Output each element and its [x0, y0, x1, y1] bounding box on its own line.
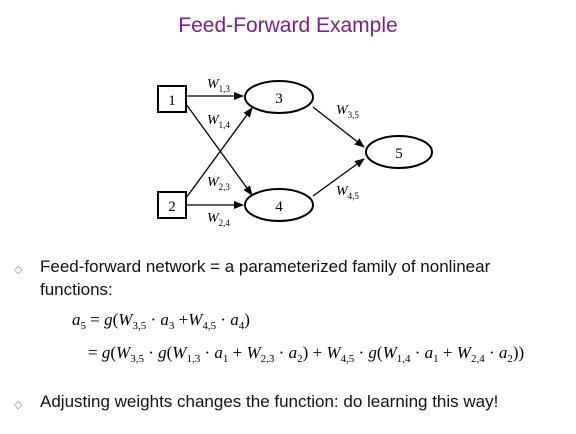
diamond-bullet-icon: ◇ [14, 398, 23, 411]
bullet-text-1: Feed-forward network = a parameterized f… [40, 257, 491, 299]
equation-line-1: a5 = g(W3,5 · a3 +W4,5 · a4) [72, 310, 250, 332]
svg-text:W2,4: W2,4 [207, 211, 230, 228]
input-node-1-label: 1 [168, 93, 176, 109]
edge-3-5 [312, 106, 365, 148]
svg-text:W3,5: W3,5 [336, 103, 359, 120]
weight-label-w13: W1,3 [207, 77, 230, 94]
weight-label-w45: W4,5 [336, 184, 359, 201]
output-node-5 [365, 135, 433, 169]
hidden-node-3 [244, 80, 314, 114]
diamond-bullet-icon: ◇ [14, 263, 23, 276]
edge-4-5 [312, 158, 365, 197]
hidden-node-3-label: 3 [275, 91, 283, 107]
weight-label-w24: W2,4 [207, 211, 230, 228]
hidden-node-4 [244, 188, 314, 222]
weight-label-w14: W1,4 [207, 113, 230, 130]
input-node-2 [157, 191, 187, 219]
feed-forward-network-diagram: 1 2 3 4 5 W1,3 W1,4 W2,3 W2,4 W3,5 W4,5 [157, 77, 433, 228]
weight-label-w35: W3,5 [336, 103, 359, 120]
svg-text:W1,3: W1,3 [207, 77, 230, 94]
svg-text:W1,4: W1,4 [207, 113, 230, 130]
input-node-2-label: 2 [168, 199, 176, 215]
weight-label-w23: W2,3 [207, 175, 230, 192]
input-node-1 [157, 85, 187, 113]
hidden-node-4-label: 4 [275, 199, 283, 215]
bullet-text-2: Adjusting weights changes the function: … [40, 392, 499, 411]
slide-title: Feed-Forward Example [178, 14, 398, 37]
edge-2-3 [185, 107, 253, 199]
output-node-5-label: 5 [395, 146, 403, 162]
svg-text:W4,5: W4,5 [336, 184, 359, 201]
equation-line-2: = g(W3,5 · g(W1,3 · a1 + W2,3 · a2) + W4… [88, 343, 525, 365]
svg-text:W2,3: W2,3 [207, 175, 230, 192]
edge-1-4 [185, 103, 253, 196]
